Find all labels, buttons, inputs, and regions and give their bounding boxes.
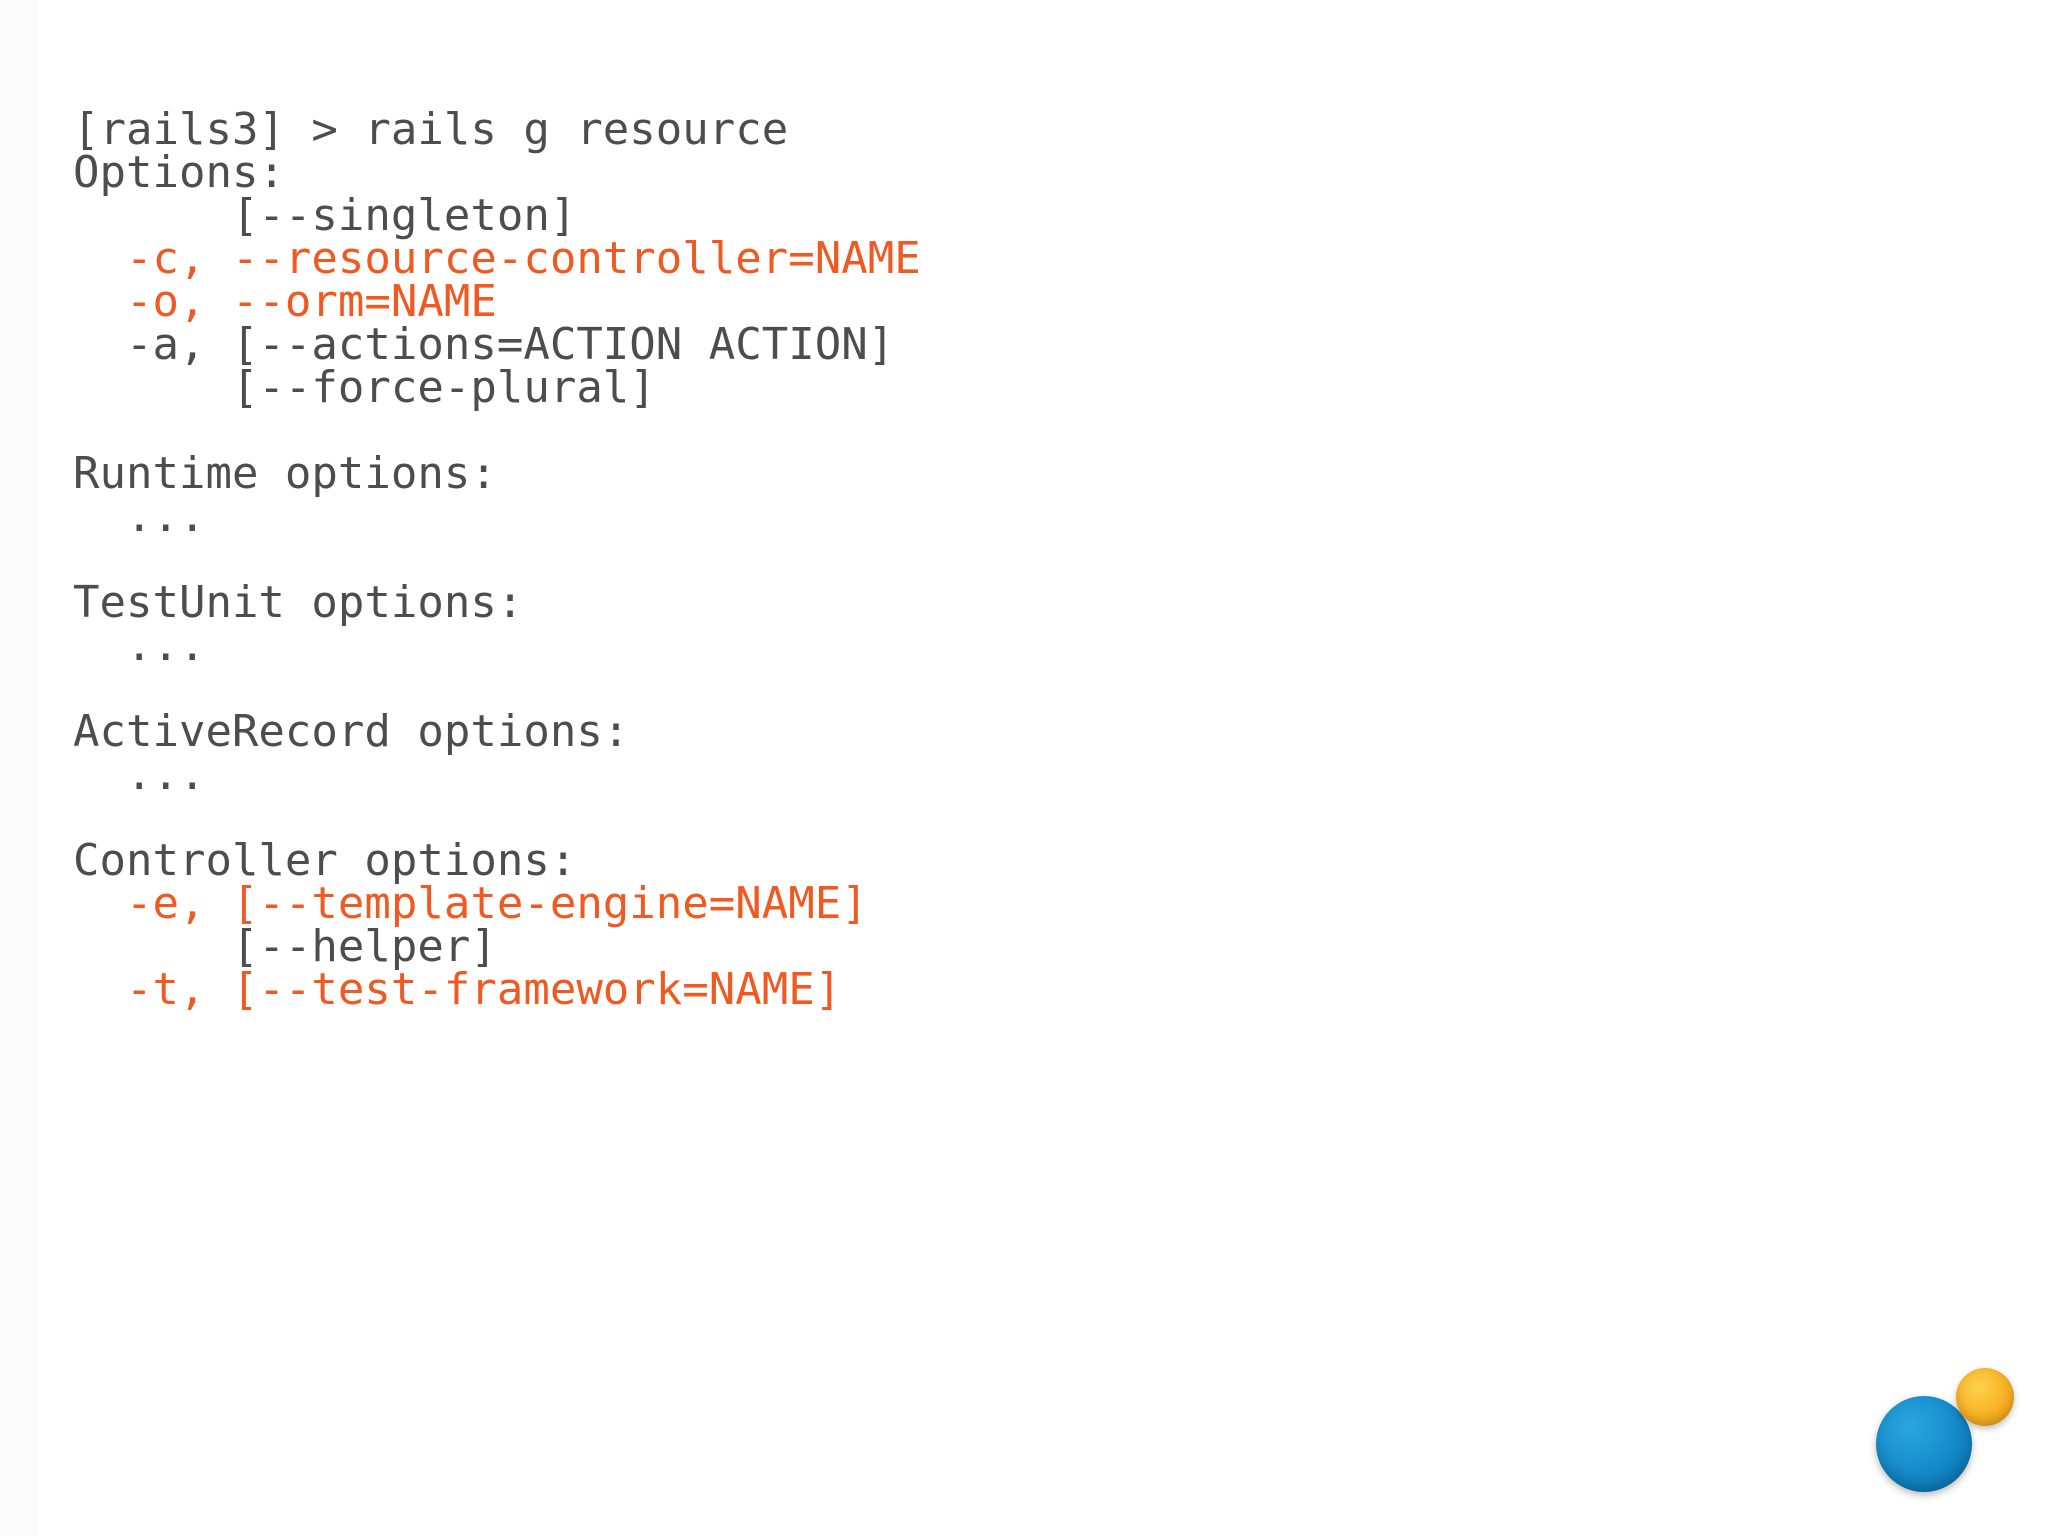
terminal-line: -o, --orm=NAME: [73, 276, 497, 327]
left-edge-band: [0, 0, 38, 1536]
terminal-line: ...: [73, 620, 206, 671]
terminal-line: Runtime options:: [73, 448, 497, 499]
terminal-line-blank: [73, 796, 1953, 839]
terminal-line: Controller options:: [73, 835, 577, 886]
decorative-bubbles: [1868, 1368, 2028, 1508]
terminal-line: ...: [73, 491, 206, 542]
orange-circle-icon: [1956, 1368, 2014, 1426]
terminal-line: [rails3] > rails g resource: [73, 104, 789, 155]
terminal-line: [--helper]: [73, 921, 497, 972]
blue-circle-icon: [1876, 1396, 1972, 1492]
terminal-line-blank: [73, 538, 1953, 581]
terminal-line: [--singleton]: [73, 190, 577, 241]
terminal-line: ActiveRecord options:: [73, 706, 630, 757]
terminal-line: -a, [--actions=ACTION ACTION]: [73, 319, 895, 370]
terminal-line: ...: [73, 749, 206, 800]
terminal-line-blank: [73, 409, 1953, 452]
terminal-line: TestUnit options:: [73, 577, 524, 628]
terminal-line: [--force-plural]: [73, 362, 656, 413]
terminal-line: Options:: [73, 147, 285, 198]
terminal-output: [rails3] > rails g resource Options: [--…: [73, 104, 1953, 1015]
terminal-line: -c, --resource-controller=NAME: [73, 233, 921, 284]
terminal-line-blank: [73, 667, 1953, 710]
terminal-line: -t, [--test-framework=NAME]: [73, 964, 842, 1015]
terminal-line: -e, [--template-engine=NAME]: [73, 878, 868, 929]
